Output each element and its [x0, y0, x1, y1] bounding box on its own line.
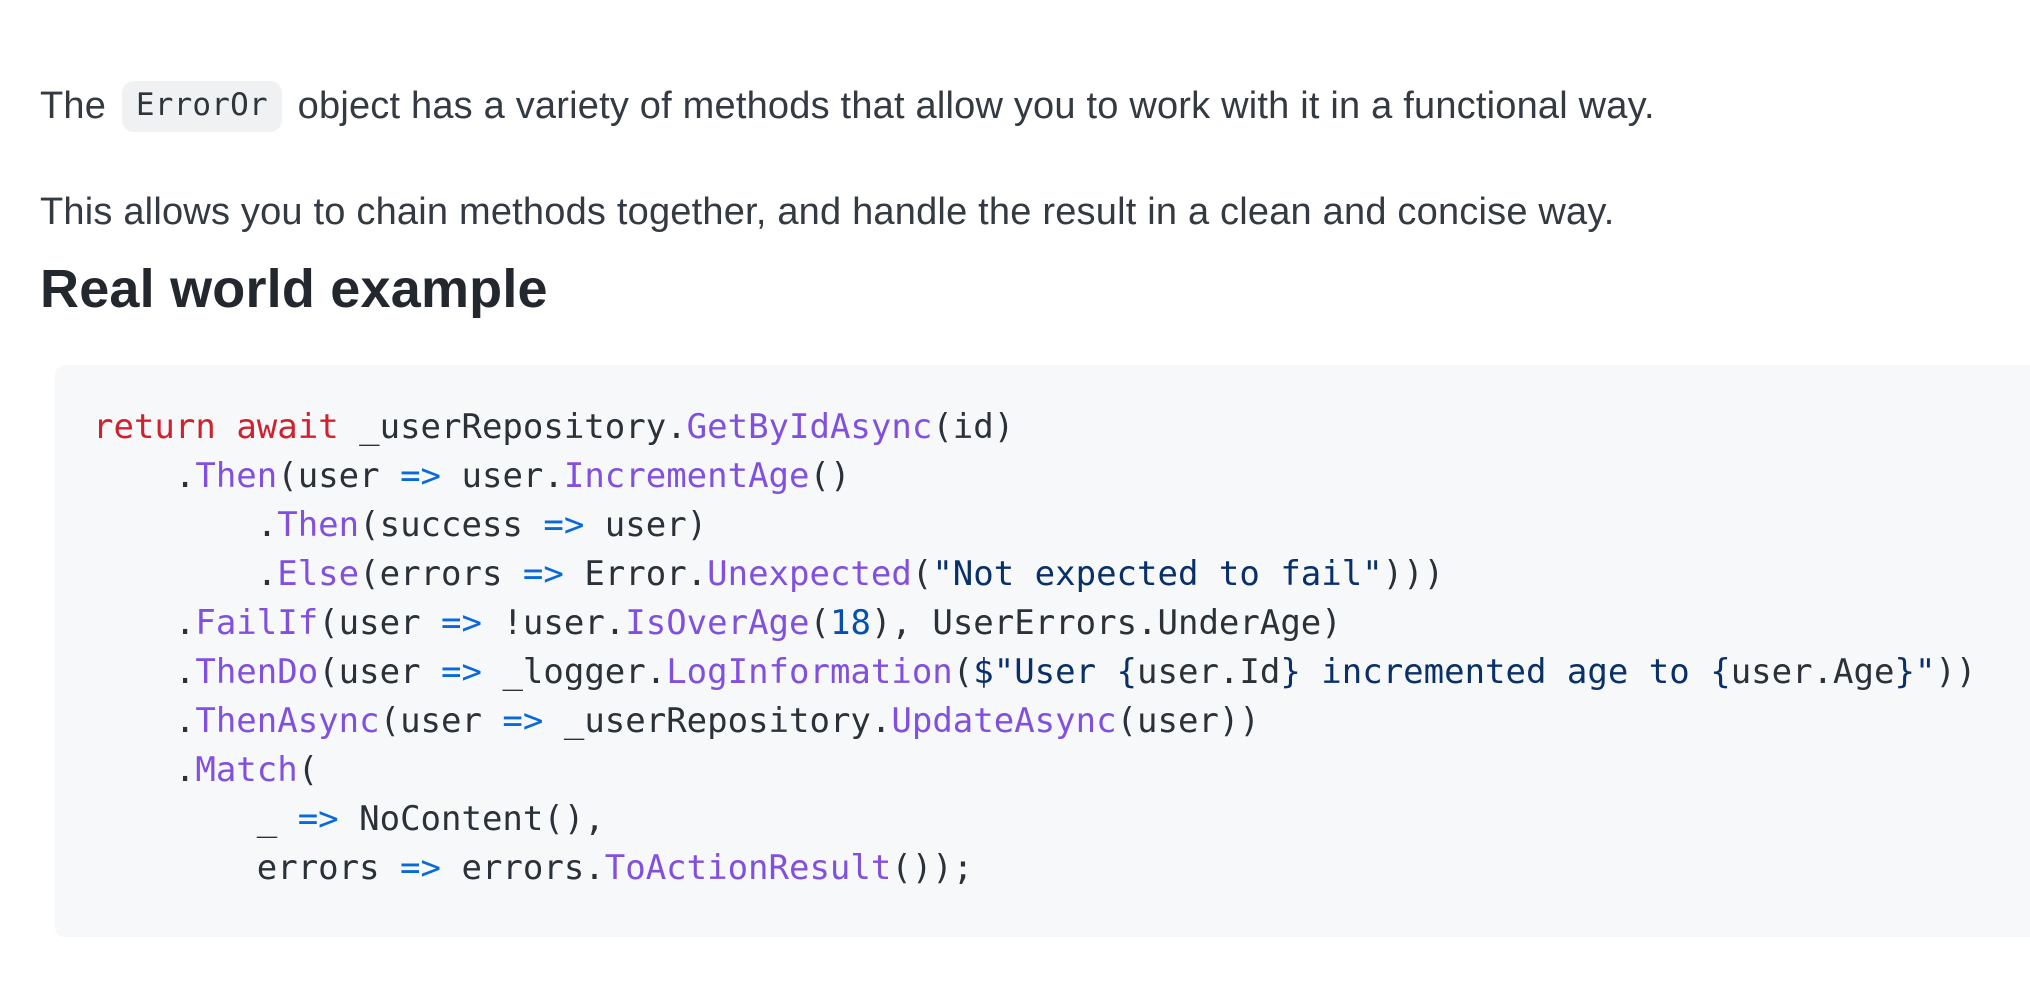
paragraph-intro-after: object has a variety of methods that all… [286, 85, 1655, 127]
paragraph-intro-before: The [40, 85, 117, 127]
paragraph-intro: The ErrorOr object has a variety of meth… [40, 81, 1655, 132]
paragraph-chaining: This allows you to chain methods togethe… [40, 191, 1615, 233]
code-block: return await _userRepository.GetByIdAsyn… [55, 365, 2030, 937]
code-lines: return await _userRepository.GetByIdAsyn… [55, 365, 2030, 893]
code-line: .ThenAsync(user => _userRepository.Updat… [93, 701, 1260, 741]
code-line: _ => NoContent(), [93, 799, 605, 839]
code-line: .Else(errors => Error.Unexpected("Not ex… [93, 554, 1445, 594]
code-line: return await _userRepository.GetByIdAsyn… [93, 407, 1015, 447]
code-line: .Then(user => user.IncrementAge() [93, 456, 851, 496]
code-line: .FailIf(user => !user.IsOverAge(18), Use… [93, 603, 1342, 643]
inline-code-chip: ErrorOr [121, 81, 282, 132]
code-line: errors => errors.ToActionResult()); [93, 848, 974, 888]
code-line: .Match( [93, 750, 319, 790]
code-line: .ThenDo(user => _logger.LogInformation($… [93, 652, 1977, 692]
code-line: .Then(success => user) [93, 505, 708, 545]
section-heading: Real world example [40, 259, 548, 319]
